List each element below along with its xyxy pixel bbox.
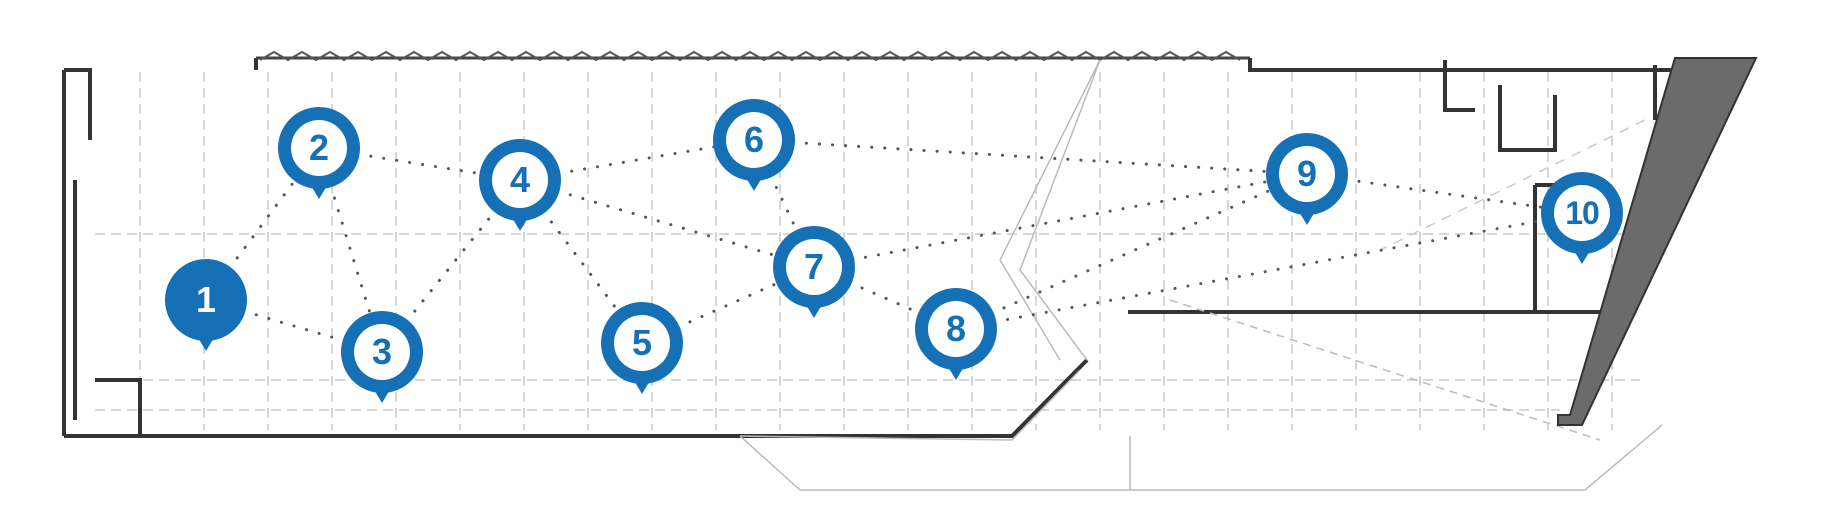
route-line-8-9 bbox=[954, 172, 1309, 331]
pin-pointer-icon bbox=[1570, 244, 1594, 264]
route-line-6-9 bbox=[752, 138, 1309, 176]
pin-pointer-icon bbox=[630, 374, 654, 394]
pin-ring bbox=[928, 301, 984, 357]
walls bbox=[62, 56, 1675, 438]
pin-pointer-icon bbox=[370, 383, 394, 403]
marker-number: 8 bbox=[945, 308, 967, 349]
structural-grid bbox=[95, 72, 1640, 430]
wedge-wall bbox=[1557, 57, 1758, 426]
location-marker-7[interactable]: 7 bbox=[773, 226, 855, 326]
marker-number: 2 bbox=[308, 127, 330, 168]
location-marker-10[interactable]: 10 bbox=[1541, 172, 1623, 272]
route-line-1-3 bbox=[204, 298, 384, 354]
location-marker-5[interactable]: 5 bbox=[601, 302, 683, 402]
location-marker-9[interactable]: 9 bbox=[1266, 133, 1348, 233]
marker-number: 10 bbox=[1565, 195, 1600, 231]
pin-pointer-icon bbox=[802, 298, 826, 318]
pin-ring bbox=[786, 239, 842, 295]
top-windows bbox=[259, 50, 1241, 62]
route-line-8-10 bbox=[954, 211, 1584, 331]
marker-number: 6 bbox=[743, 119, 765, 160]
route-line-4-7 bbox=[518, 178, 816, 269]
marker-number: 7 bbox=[803, 246, 825, 287]
pin-ring bbox=[492, 152, 548, 208]
pin-ring bbox=[291, 120, 347, 176]
marker-number: 3 bbox=[371, 331, 393, 372]
pin-ring bbox=[726, 112, 782, 168]
marker-number: 4 bbox=[509, 159, 531, 200]
pin-pointer-icon bbox=[742, 171, 766, 191]
pin-pointer-icon bbox=[194, 331, 218, 351]
location-marker-4[interactable]: 4 bbox=[479, 139, 561, 239]
pin-ring bbox=[1279, 146, 1335, 202]
location-marker-1[interactable]: 1 bbox=[165, 259, 247, 359]
map-pin-icon bbox=[165, 259, 247, 341]
pin-ring bbox=[354, 324, 410, 380]
pin-pointer-icon bbox=[508, 211, 532, 231]
location-marker-8[interactable]: 8 bbox=[915, 288, 997, 388]
pin-ring bbox=[1554, 185, 1610, 241]
location-marker-2[interactable]: 2 bbox=[278, 107, 360, 207]
location-marker-6[interactable]: 6 bbox=[713, 99, 795, 199]
route-line-7-9 bbox=[812, 172, 1309, 269]
exterior-lines bbox=[739, 59, 1663, 491]
pin-ring bbox=[614, 315, 670, 371]
location-marker-3[interactable]: 3 bbox=[341, 311, 423, 411]
marker-number: 9 bbox=[1296, 153, 1318, 194]
pin-pointer-icon bbox=[944, 360, 968, 380]
pin-pointer-icon bbox=[307, 179, 331, 199]
marker-number: 5 bbox=[631, 322, 653, 363]
marker-number: 1 bbox=[195, 279, 217, 320]
pin-pointer-icon bbox=[1295, 205, 1319, 225]
